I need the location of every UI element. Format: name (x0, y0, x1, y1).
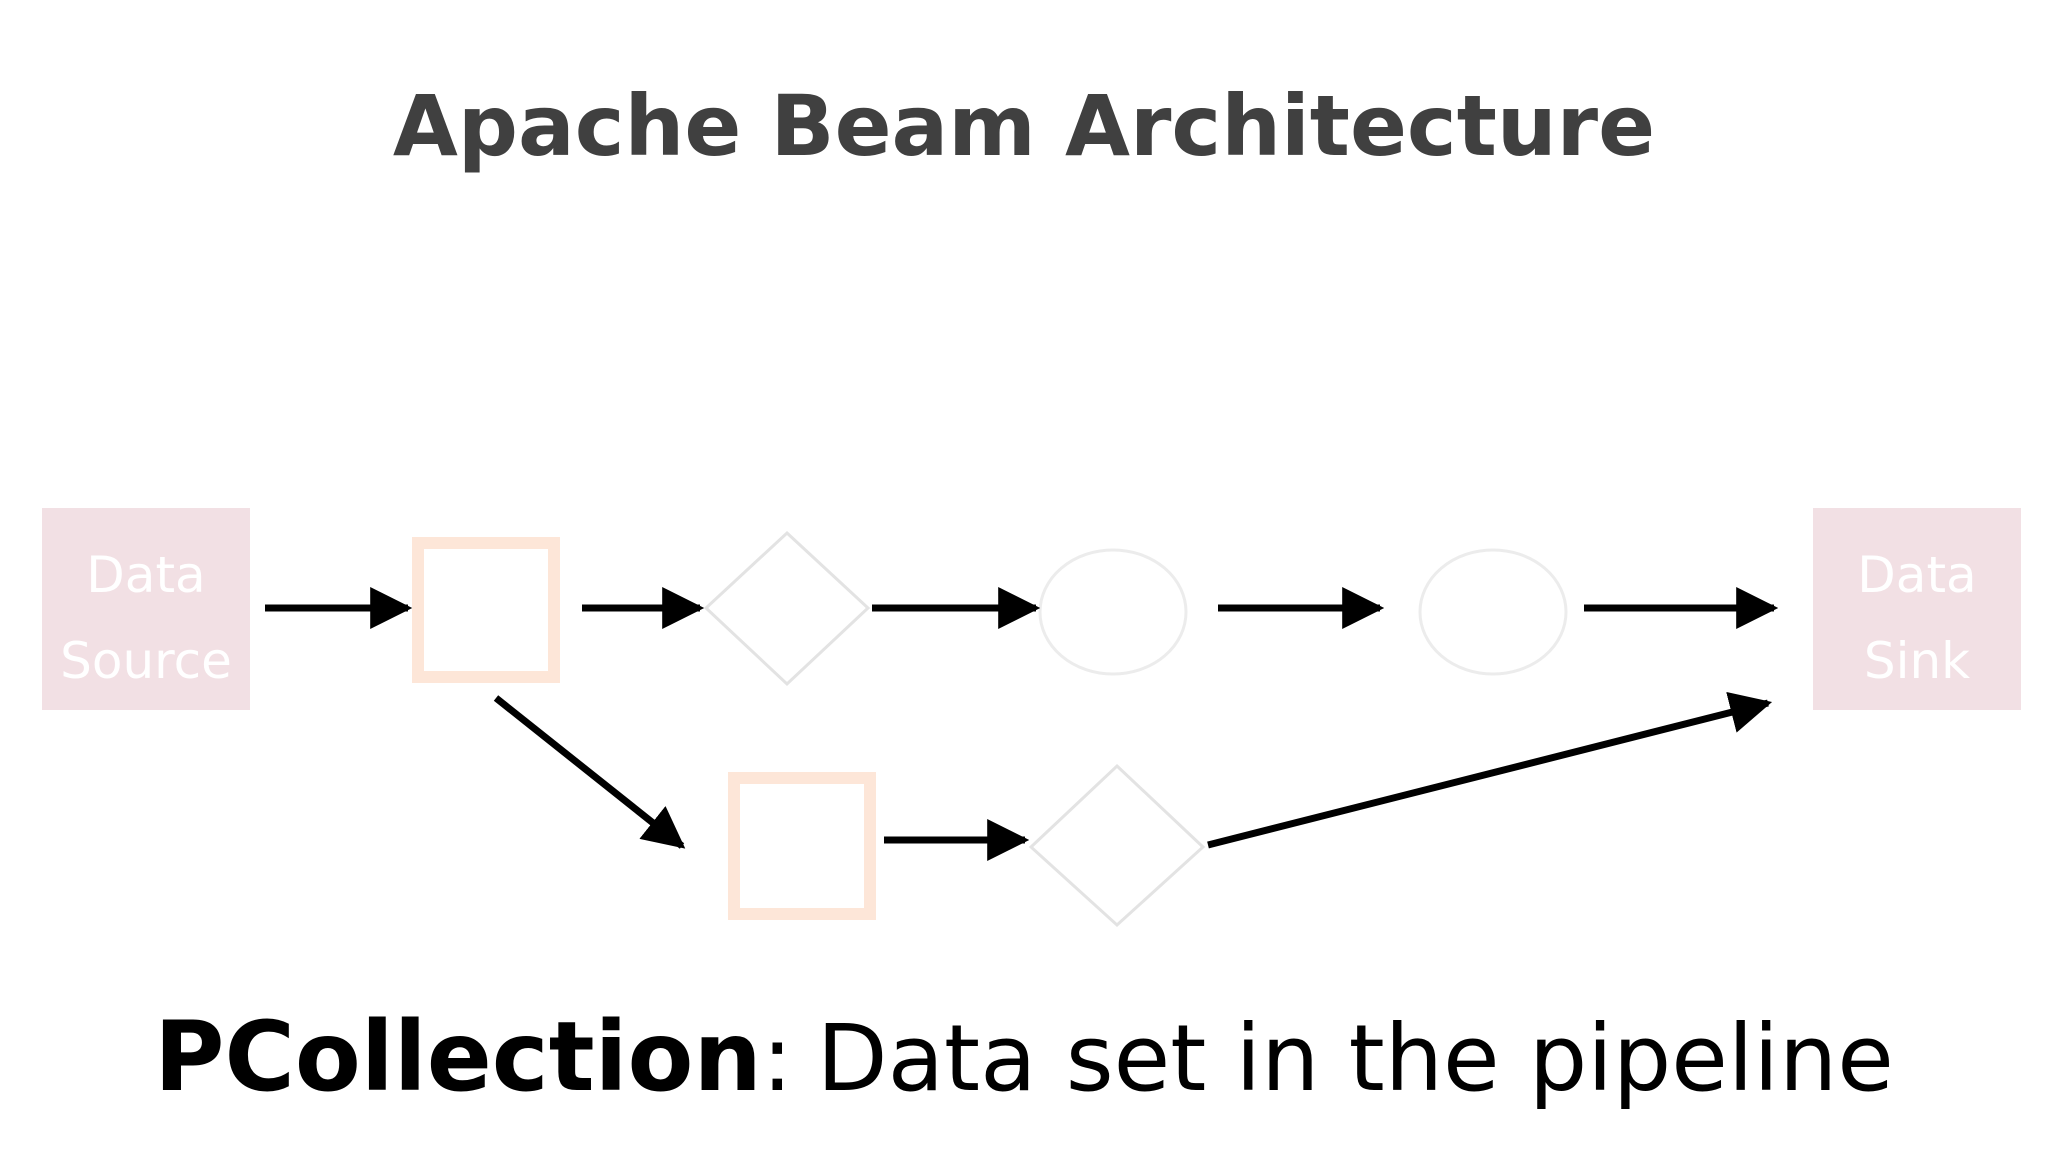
data-source-label-line2: Source (60, 632, 232, 690)
data-sink-node: Data Sink (1813, 508, 2021, 710)
transform-ellipse-1 (1038, 548, 1188, 676)
data-sink-box (1813, 508, 2021, 710)
data-sink-label-line2: Sink (1864, 632, 1970, 690)
slide-title: Apache Beam Architecture (393, 77, 1655, 175)
transform-diamond-top (703, 530, 871, 687)
transform-ellipse-2 (1418, 548, 1568, 676)
data-source-box (42, 508, 250, 710)
caption-separator: : (762, 1005, 793, 1112)
arrow-branch-down (493, 695, 686, 849)
caption-term: PCollection (154, 1001, 762, 1113)
transform-diamond-bottom (1028, 763, 1206, 928)
pcollection-square-top (412, 537, 560, 683)
caption-definition: Data set in the pipeline (817, 1005, 1894, 1112)
pcollection-square-bottom (728, 772, 876, 920)
arrow-bottom-diamond-to-sink (1207, 691, 1773, 849)
data-sink-label-line1: Data (1857, 546, 1976, 604)
data-source-label-line1: Data (86, 546, 205, 604)
caption: PCollection:Data set in the pipeline (154, 1001, 1894, 1113)
data-source-node: Data Source (42, 508, 250, 710)
